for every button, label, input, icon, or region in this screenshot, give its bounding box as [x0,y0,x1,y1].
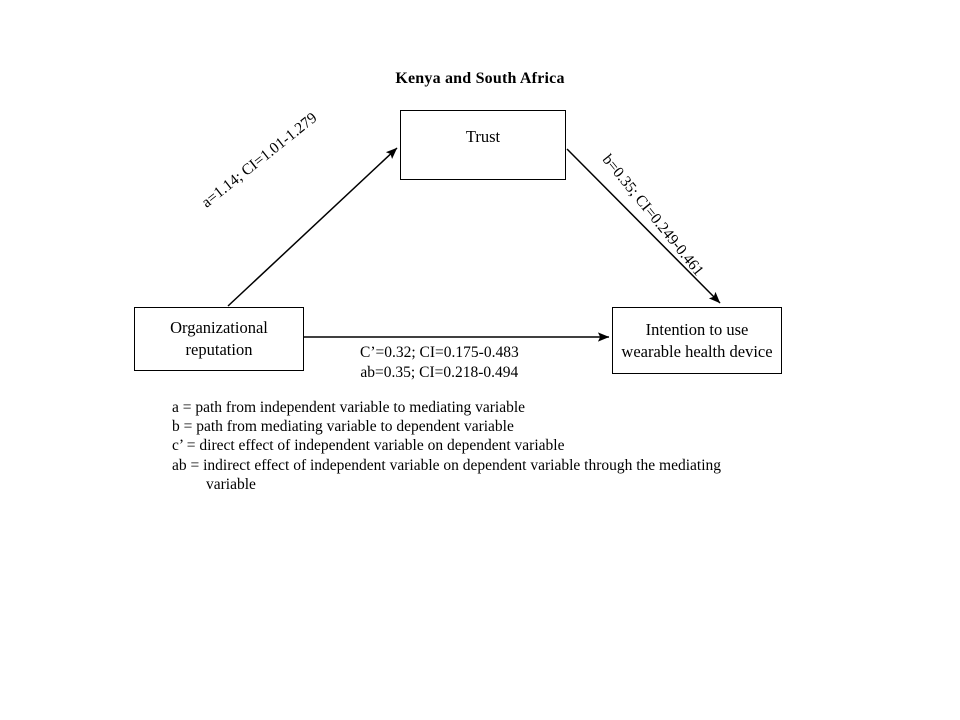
arrow-path-a [227,147,398,307]
edge-label-direct-line2: ab=0.35; CI=0.218-0.494 [360,364,519,382]
diagram-title: Kenya and South Africa [395,70,565,87]
legend-line-ab-continuation: variable [206,475,256,493]
node-trust-label: Trust [465,127,501,147]
node-intention-to-use: Intention to use wearable health device [612,307,782,374]
legend-line-c: c’ = direct effect of independent variab… [172,437,565,455]
arrow-path-b [566,148,721,304]
edge-label-path-direct: C’=0.32; CI=0.175-0.483 ab=0.35; CI=0.21… [360,343,519,383]
legend-block: a = path from independent variable to me… [172,398,721,494]
node-intention-to-use-label: Intention to use wearable health device [621,319,773,361]
legend-line-ab: ab = indirect effect of independent vari… [172,456,722,474]
legend-line-b: b = path from mediating variable to depe… [172,418,514,436]
edge-label-direct-line1: C’=0.32; CI=0.175-0.483 [360,344,519,361]
node-organizational-reputation: Organizational reputation [134,307,304,371]
node-trust: Trust [400,110,566,180]
legend-line-a: a = path from independent variable to me… [172,399,526,416]
node-organizational-reputation-label: Organizational reputation [170,318,268,359]
